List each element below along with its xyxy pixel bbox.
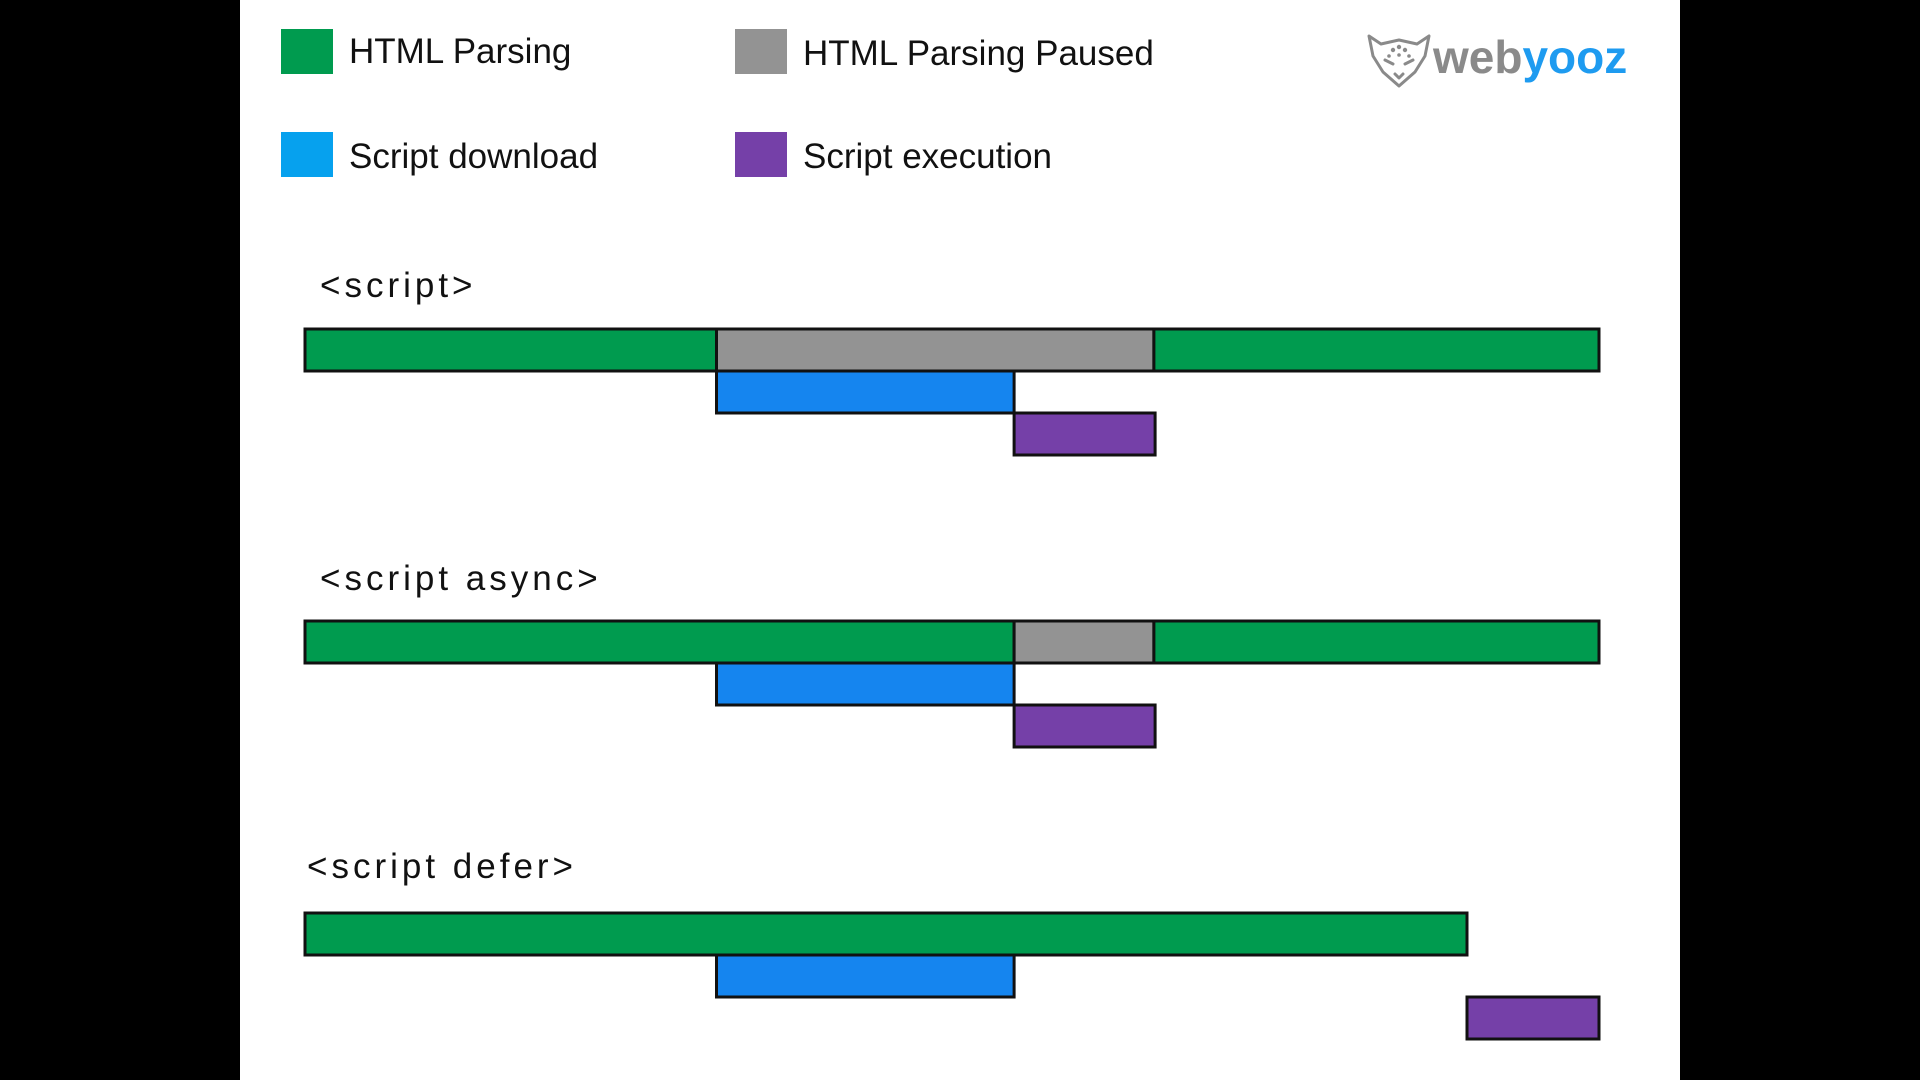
legend-swatch-script-download xyxy=(281,132,333,177)
section-1-parsing-bar-2 xyxy=(1152,619,1601,665)
section-title-script-defer: <script defer> xyxy=(307,847,577,886)
legend-label-script-download: Script download xyxy=(349,137,599,176)
section-0-parsing-bar-0 xyxy=(303,327,718,373)
legend-swatch-script-execution xyxy=(735,132,787,177)
section-2-download-bar-1 xyxy=(715,953,1016,999)
section-0-execution-bar-4 xyxy=(1012,411,1157,457)
legend-label-html-parsing: HTML Parsing xyxy=(349,32,572,71)
section-1-paused-bar-1 xyxy=(1012,619,1156,665)
section-title-script-async: <script async> xyxy=(320,559,602,598)
section-0-download-bar-3 xyxy=(715,369,1016,415)
logo-text-web: web xyxy=(1433,31,1523,83)
diagram-slide: HTML Parsing HTML Parsing Paused Script … xyxy=(240,0,1680,1080)
section-2-parsing-bar-0 xyxy=(303,911,1469,957)
legend-swatch-html-parsing xyxy=(281,29,333,74)
section-title-script: <script> xyxy=(320,266,477,305)
section-0-paused-bar-1 xyxy=(715,327,1156,373)
section-0-parsing-bar-2 xyxy=(1152,327,1601,373)
timeline-diagram xyxy=(303,327,1601,1041)
section-2-execution-bar-2 xyxy=(1465,995,1601,1041)
webyooz-logo: webyooz xyxy=(1363,30,1680,92)
legend-label-html-parsing-paused: HTML Parsing Paused xyxy=(803,34,1154,73)
section-1-download-bar-3 xyxy=(715,661,1016,707)
section-1-execution-bar-4 xyxy=(1012,703,1157,749)
section-1-parsing-bar-0 xyxy=(303,619,1016,665)
legend-swatch-html-parsing-paused xyxy=(735,29,787,74)
legend-label-script-execution: Script execution xyxy=(803,137,1053,176)
leopard-head-icon xyxy=(1367,34,1431,88)
logo-text-yooz: yooz xyxy=(1522,31,1628,83)
